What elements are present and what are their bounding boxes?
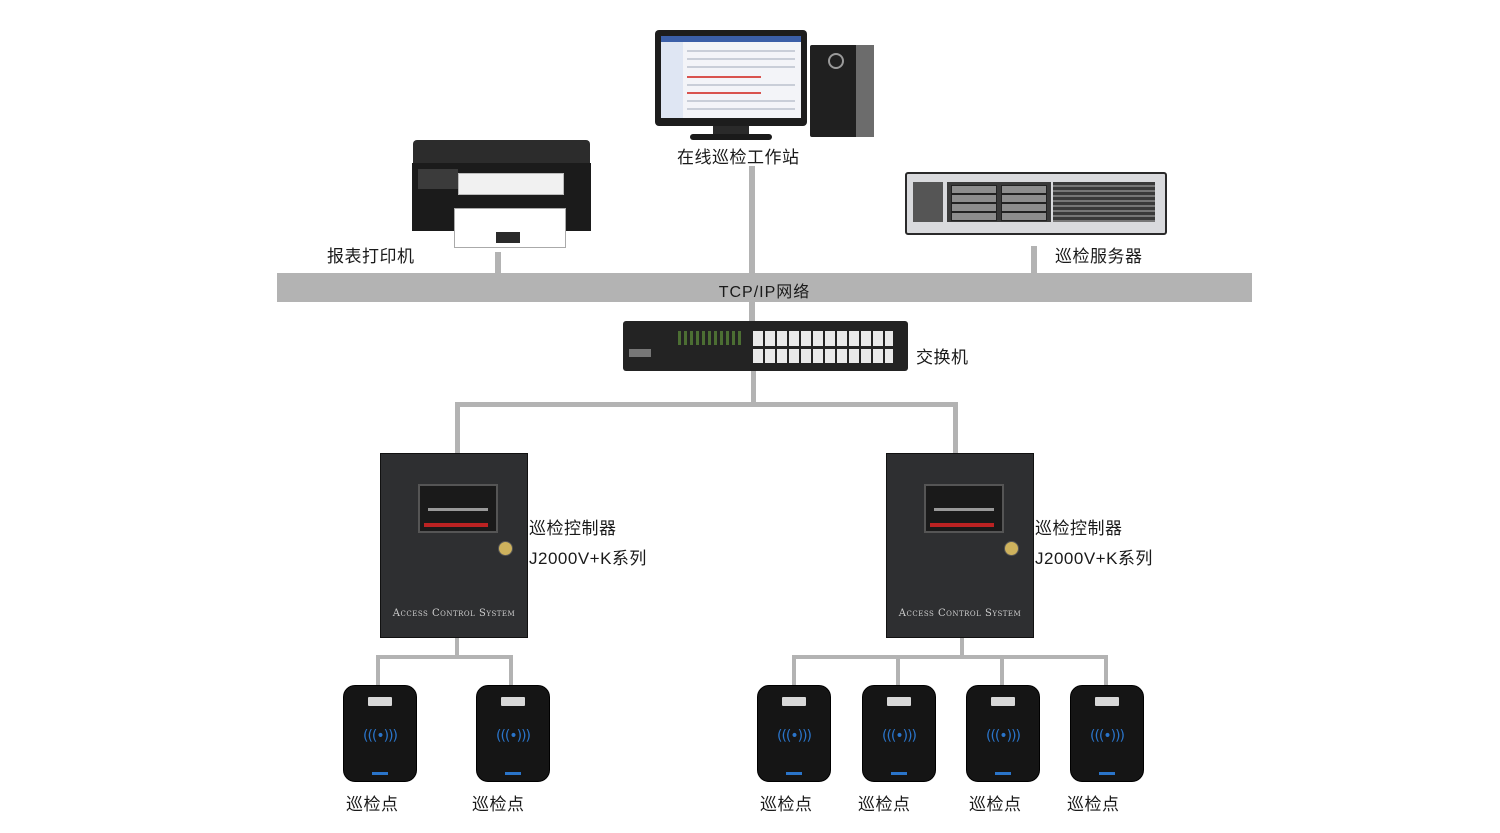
controller-branch-line [455,402,958,407]
reader-drop [792,655,796,687]
switch-icon [623,321,908,371]
reader-branch-2 [792,655,1108,659]
controller-icon: Access Control System [380,453,528,638]
server-icon [905,172,1167,235]
controller-brand: Access Control System [392,608,516,619]
switch-down-link [751,370,756,405]
controller-name: 巡检控制器 [1035,519,1123,538]
pc-tower-icon [810,45,874,137]
controller-model: J2000V+K系列 [529,549,647,568]
server-label: 巡检服务器 [1055,247,1143,266]
controller-brand: Access Control System [898,608,1022,619]
reader-icon: (((•))) [966,685,1040,782]
reader-branch-1 [376,655,513,659]
checkpoint-label: 巡检点 [472,795,525,814]
switch-label: 交换机 [916,348,969,367]
controller-model: J2000V+K系列 [1035,549,1153,568]
checkpoint-label: 巡检点 [1067,795,1120,814]
checkpoint-label: 巡检点 [760,795,813,814]
reader-icon: (((•))) [1070,685,1144,782]
reader-drop [1000,655,1004,687]
printer-icon [413,140,590,164]
monitor-base [690,134,772,140]
lock-icon [498,541,513,556]
reader-drop [896,655,900,687]
reader-drop [1104,655,1108,687]
printer-link [495,252,501,274]
reader-icon: (((•))) [862,685,936,782]
printer-scanner-paper [458,173,564,195]
checkpoint-label: 巡检点 [969,795,1022,814]
server-link [1031,246,1037,274]
checkpoint-label: 巡检点 [346,795,399,814]
reader-icon: (((•))) [757,685,831,782]
network-label: TCP/IP网络 [718,284,811,301]
workstation-link [749,166,755,274]
reader-drop [509,655,513,687]
monitor-stand [713,126,749,136]
controller-name: 巡检控制器 [529,519,617,538]
reader-drop [376,655,380,687]
reader-icon: (((•))) [343,685,417,782]
controller-1-down [455,637,459,657]
checkpoint-label: 巡检点 [858,795,911,814]
controller-icon: Access Control System [886,453,1034,638]
workstation-icon [655,30,807,126]
tcpip-network-bus: TCP/IP网络 [277,273,1252,302]
reader-icon: (((•))) [476,685,550,782]
controller-2-down [960,637,964,657]
bus-to-switch-link [749,300,755,322]
lock-icon [1004,541,1019,556]
workstation-label: 在线巡检工作站 [677,148,800,167]
printer-label: 报表打印机 [327,247,415,266]
monitor-screen [661,36,801,118]
controller-1-drop [455,402,460,454]
controller-2-drop [953,402,958,454]
printer-tray [496,232,520,243]
